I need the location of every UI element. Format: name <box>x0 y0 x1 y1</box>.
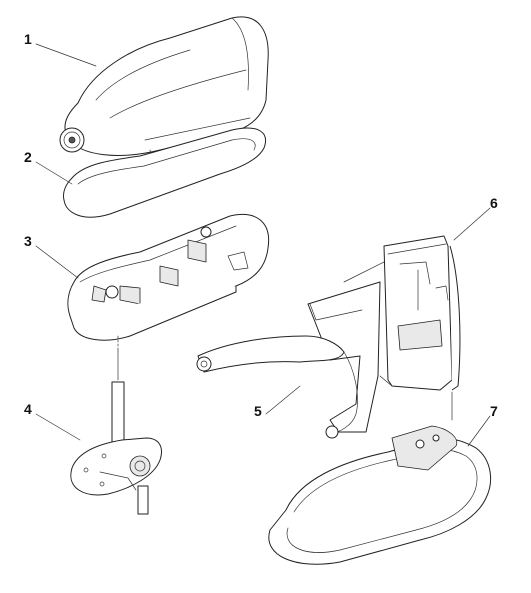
callout-labels: 1 2 3 4 5 6 7 <box>24 31 498 419</box>
callout-leaders <box>35 43 491 447</box>
callout-6: 6 <box>490 195 498 211</box>
motor-housing <box>59 16 269 163</box>
bowl-clamping-arm <box>196 281 381 439</box>
callout-7: 7 <box>490 403 498 419</box>
callout-3: 3 <box>24 233 32 249</box>
pedestal-column <box>383 235 461 391</box>
callout-4: 4 <box>24 401 32 417</box>
callout-2: 2 <box>24 149 32 165</box>
callout-5: 5 <box>254 403 262 419</box>
planetary-gear-assembly <box>70 349 162 515</box>
base <box>268 425 492 565</box>
alignment-lines <box>117 261 453 421</box>
gear-case <box>67 214 270 341</box>
housing-gasket <box>63 127 266 218</box>
callout-1: 1 <box>24 31 32 47</box>
